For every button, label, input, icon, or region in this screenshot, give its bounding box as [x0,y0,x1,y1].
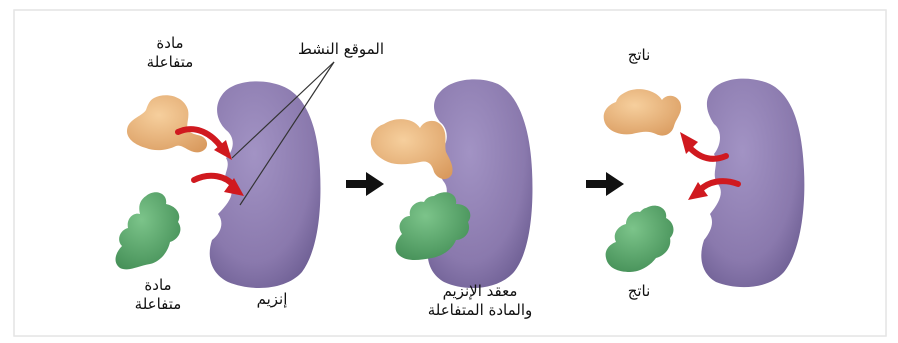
substrate-orange-2 [371,119,453,179]
enzyme-label: إنزيم [232,290,312,309]
substrate-label-bottom-line1: مادة [108,276,208,295]
active-site-label: الموقع النشط [276,40,406,59]
product-label-bottom: ناتج [604,282,674,301]
substrate-label-bottom-line2: متفاعلة [108,295,208,314]
substrate-orange-1 [127,95,207,152]
substrate-label-top: مادة متفاعلة [120,34,220,72]
step-arrow-1 [346,172,384,196]
step-arrow-2 [586,172,624,196]
complex-label-line1: معقد الإنزيم [400,282,560,301]
complex-label: معقد الإنزيم والمادة المتفاعلة [400,282,560,320]
product-label-top: ناتج [604,46,674,65]
complex-label-line2: والمادة المتفاعلة [400,301,560,320]
enzyme-shape-1 [210,81,321,288]
enzyme-shape-2 [428,79,533,288]
substrate-label-bottom: مادة متفاعلة [108,276,208,314]
substrate-label-top-line1: مادة [120,34,220,53]
substrate-label-top-line2: متفاعلة [120,53,220,72]
substrate-green-1 [116,192,181,269]
product-green [606,206,674,272]
product-orange [604,89,681,135]
reaction-arrow-1b [194,176,234,186]
